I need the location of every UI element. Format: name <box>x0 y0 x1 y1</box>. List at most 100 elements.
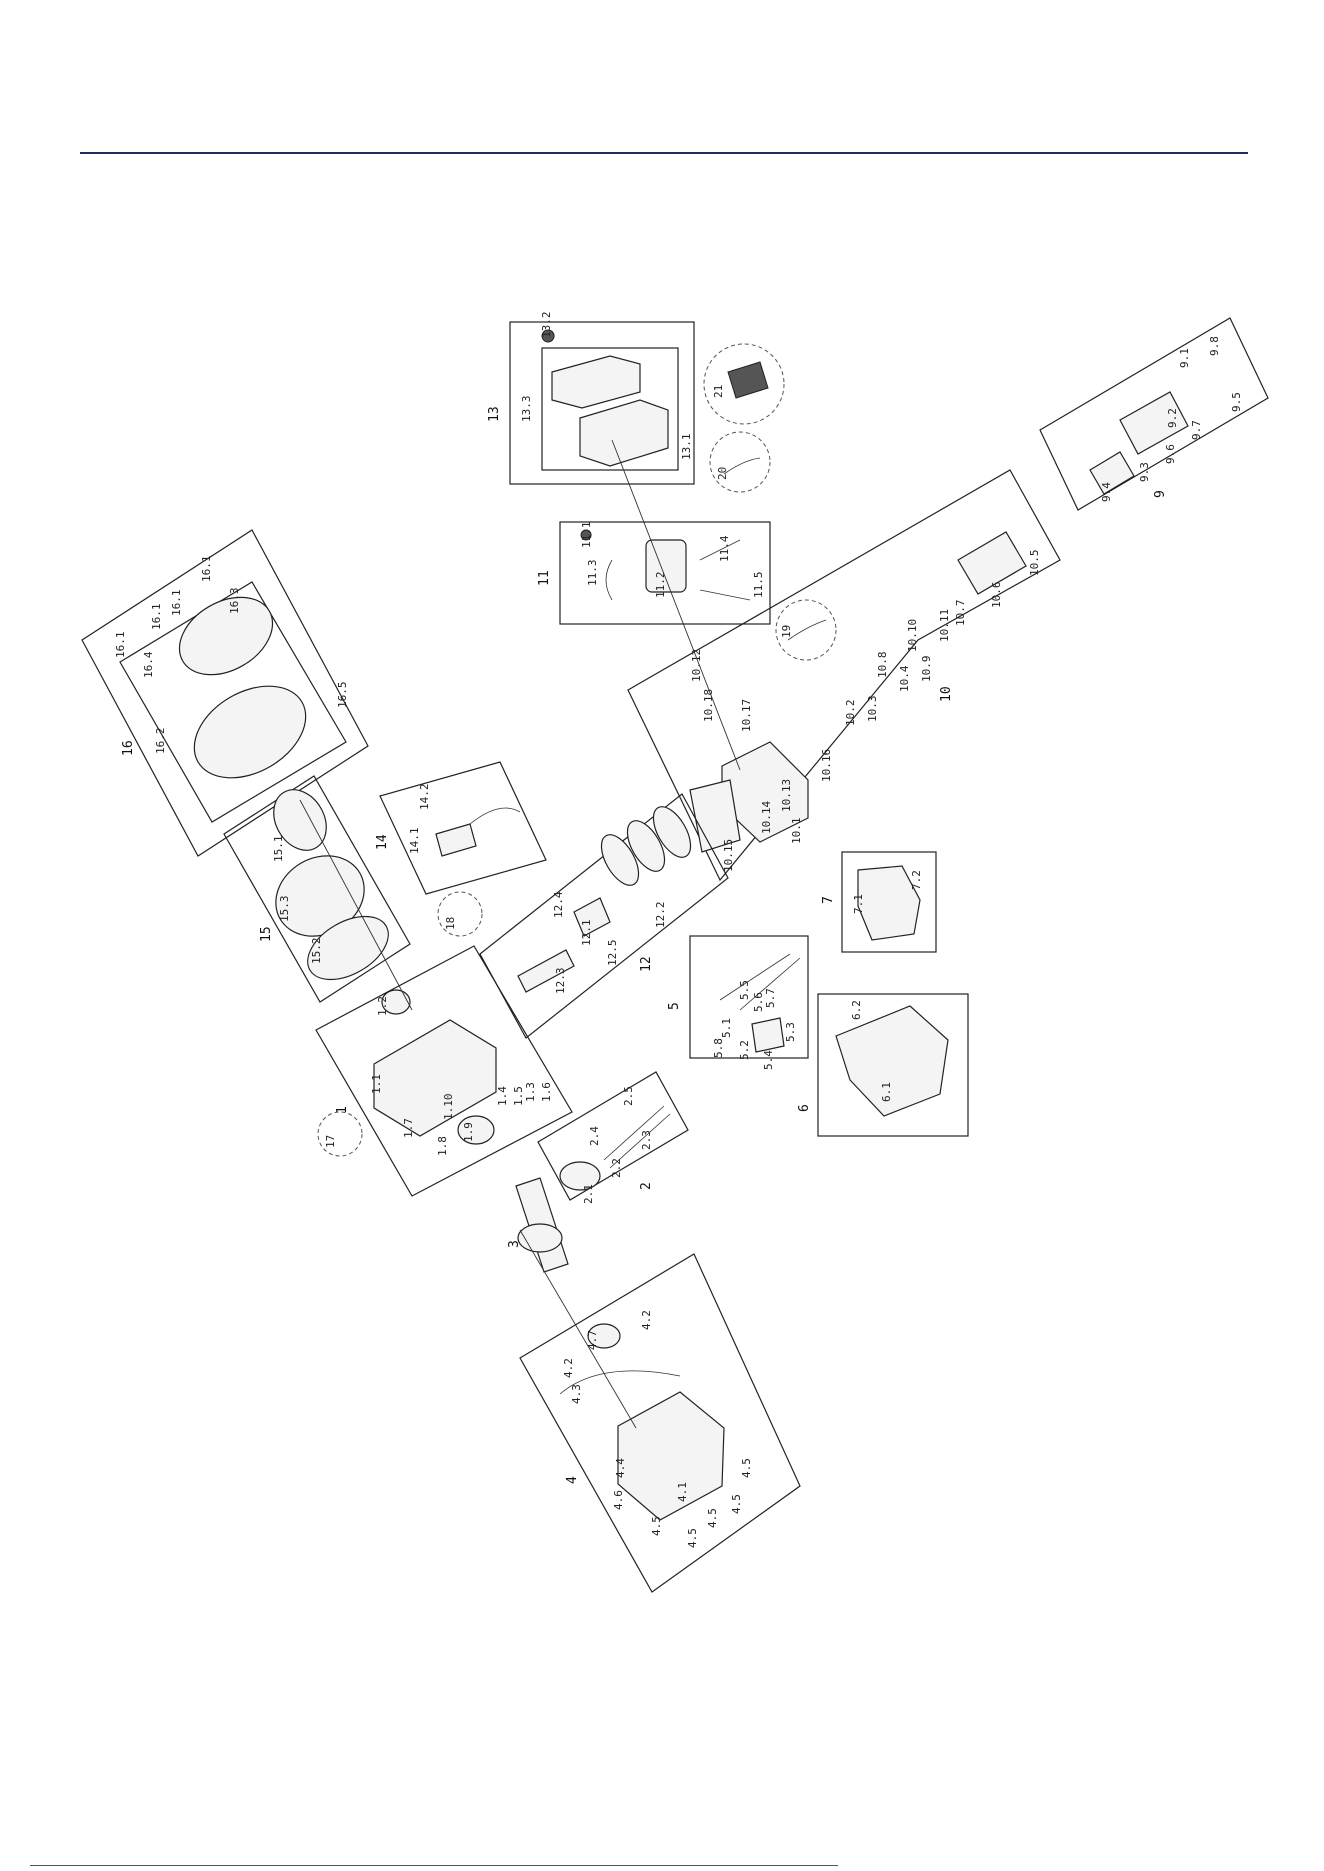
svg-text:4.4: 4.4 <box>614 1458 627 1478</box>
svg-text:4.5: 4.5 <box>706 1508 719 1528</box>
group-16: 16 16.1 16.1 16.1 16.1 16.2 16.3 16.4 16… <box>81 529 369 857</box>
svg-text:10.2: 10.2 <box>844 700 857 727</box>
svg-text:1.2: 1.2 <box>376 996 389 1016</box>
svg-text:9: 9 <box>1153 490 1168 498</box>
group-5: 5 5.1 5.2 5.3 5.4 5.5 5.6 5.7 5.8 <box>667 935 809 1070</box>
svg-text:4.5: 4.5 <box>650 1516 663 1536</box>
svg-text:14.1: 14.1 <box>408 828 421 855</box>
svg-text:19: 19 <box>780 625 793 638</box>
group-12: 11 11.1 11.3 11.2 11.4 11.5 <box>537 521 771 625</box>
svg-text:15: 15 <box>259 926 274 942</box>
svg-text:5.1: 5.1 <box>720 1018 733 1038</box>
part-label: 13.1 <box>680 434 693 461</box>
svg-text:4.5: 4.5 <box>730 1494 743 1514</box>
svg-text:15.3: 15.3 <box>278 896 291 923</box>
callout-19: 19 <box>775 599 837 661</box>
svg-text:9.1: 9.1 <box>1178 348 1191 368</box>
assembly-axis <box>299 439 741 1429</box>
svg-text:10.6: 10.6 <box>990 582 1003 609</box>
svg-text:1: 1 <box>335 1106 350 1114</box>
svg-text:16.1: 16.1 <box>150 604 163 631</box>
svg-text:10.17: 10.17 <box>740 699 753 732</box>
svg-text:16.1: 16.1 <box>200 556 213 583</box>
svg-text:10.11: 10.11 <box>938 609 951 642</box>
svg-text:10.7: 10.7 <box>954 600 967 627</box>
svg-text:16.3: 16.3 <box>228 588 241 615</box>
svg-text:16.1: 16.1 <box>170 590 183 617</box>
svg-text:5.8: 5.8 <box>712 1038 725 1058</box>
svg-text:1.10: 1.10 <box>442 1094 455 1121</box>
svg-text:11.2: 11.2 <box>654 572 667 599</box>
svg-text:4.2: 4.2 <box>562 1358 575 1378</box>
group-9: 9 9.1 9.8 9.2 9.3 9.4 9.5 9.6 9.7 <box>1039 317 1269 511</box>
svg-text:12: 12 <box>639 956 654 972</box>
group-3: 3 <box>507 1177 569 1273</box>
svg-text:12.5: 12.5 <box>606 940 619 967</box>
svg-text:10.14: 10.14 <box>760 801 773 834</box>
svg-text:4.6: 4.6 <box>612 1490 625 1510</box>
svg-text:10.5: 10.5 <box>1028 550 1041 577</box>
svg-text:7.1: 7.1 <box>852 894 865 914</box>
svg-text:5.2: 5.2 <box>738 1040 751 1060</box>
svg-text:2.5: 2.5 <box>622 1086 635 1106</box>
svg-text:5: 5 <box>667 1002 682 1010</box>
svg-text:9.6: 9.6 <box>1164 444 1177 464</box>
svg-text:21: 21 <box>712 385 725 398</box>
svg-text:15.1: 15.1 <box>272 836 285 863</box>
svg-text:1.3: 1.3 <box>524 1082 537 1102</box>
group-11: 12 12.1 12.2 12.3 12.4 12.5 <box>479 793 729 1039</box>
svg-text:10.4: 10.4 <box>898 665 911 692</box>
svg-text:17: 17 <box>324 1135 337 1148</box>
callout-18: 18 <box>437 891 483 937</box>
svg-text:9.3: 9.3 <box>1138 462 1151 482</box>
svg-text:10.12: 10.12 <box>690 649 703 682</box>
svg-text:15.2: 15.2 <box>310 938 323 965</box>
svg-text:7: 7 <box>821 896 836 904</box>
svg-text:14: 14 <box>375 834 390 850</box>
group-7: 7 7.1 7.2 <box>821 851 937 953</box>
svg-text:10.8: 10.8 <box>876 652 889 679</box>
svg-text:16.4: 16.4 <box>142 651 155 678</box>
footer-rule <box>30 1865 838 1866</box>
svg-text:1.6: 1.6 <box>540 1082 553 1102</box>
svg-text:4.5: 4.5 <box>686 1528 699 1548</box>
svg-text:10.10: 10.10 <box>906 619 919 652</box>
svg-text:4.5: 4.5 <box>740 1458 753 1478</box>
part-label: 13.2 <box>540 312 553 339</box>
svg-text:10: 10 <box>939 686 954 702</box>
svg-text:5.3: 5.3 <box>784 1022 797 1042</box>
svg-text:4.3: 4.3 <box>570 1384 583 1404</box>
group-15: 15 15.1 15.3 15.2 <box>223 775 411 1003</box>
svg-text:1.8: 1.8 <box>436 1136 449 1156</box>
svg-text:16: 16 <box>121 740 136 756</box>
svg-text:9.7: 9.7 <box>1190 420 1203 440</box>
svg-text:6.1: 6.1 <box>880 1082 893 1102</box>
svg-text:9.5: 9.5 <box>1230 392 1243 412</box>
group-label: 13 <box>487 406 502 422</box>
svg-text:5.4: 5.4 <box>762 1050 775 1070</box>
svg-text:10.15: 10.15 <box>722 839 735 872</box>
svg-text:4.2: 4.2 <box>640 1310 653 1330</box>
svg-text:12.4: 12.4 <box>552 891 565 918</box>
svg-text:2.3: 2.3 <box>640 1130 653 1150</box>
svg-text:10.16: 10.16 <box>820 749 833 782</box>
callout-17: 17 <box>317 1111 363 1157</box>
svg-text:1.4: 1.4 <box>496 1086 509 1106</box>
svg-text:10.3: 10.3 <box>866 696 879 723</box>
svg-text:11.1: 11.1 <box>580 522 593 549</box>
svg-text:11.5: 11.5 <box>752 572 765 599</box>
svg-text:20: 20 <box>716 467 729 480</box>
part-label: 13.3 <box>520 396 533 423</box>
svg-text:3: 3 <box>507 1240 522 1248</box>
group-1: 1 1.1 1.2 1.3 1.4 1.5 1.6 1.7 1.8 1.9 1.… <box>315 945 573 1197</box>
svg-text:5.6: 5.6 <box>752 992 765 1012</box>
svg-text:5.7: 5.7 <box>764 988 777 1008</box>
svg-text:4: 4 <box>565 1476 580 1484</box>
svg-text:14.2: 14.2 <box>418 784 431 811</box>
svg-text:10.18: 10.18 <box>702 689 715 722</box>
group-6: 6 6.1 6.2 <box>797 993 969 1137</box>
svg-text:2.1: 2.1 <box>582 1184 595 1204</box>
svg-text:4.1: 4.1 <box>676 1482 689 1502</box>
svg-text:1.9: 1.9 <box>462 1122 475 1142</box>
svg-text:9.2: 9.2 <box>1166 408 1179 428</box>
